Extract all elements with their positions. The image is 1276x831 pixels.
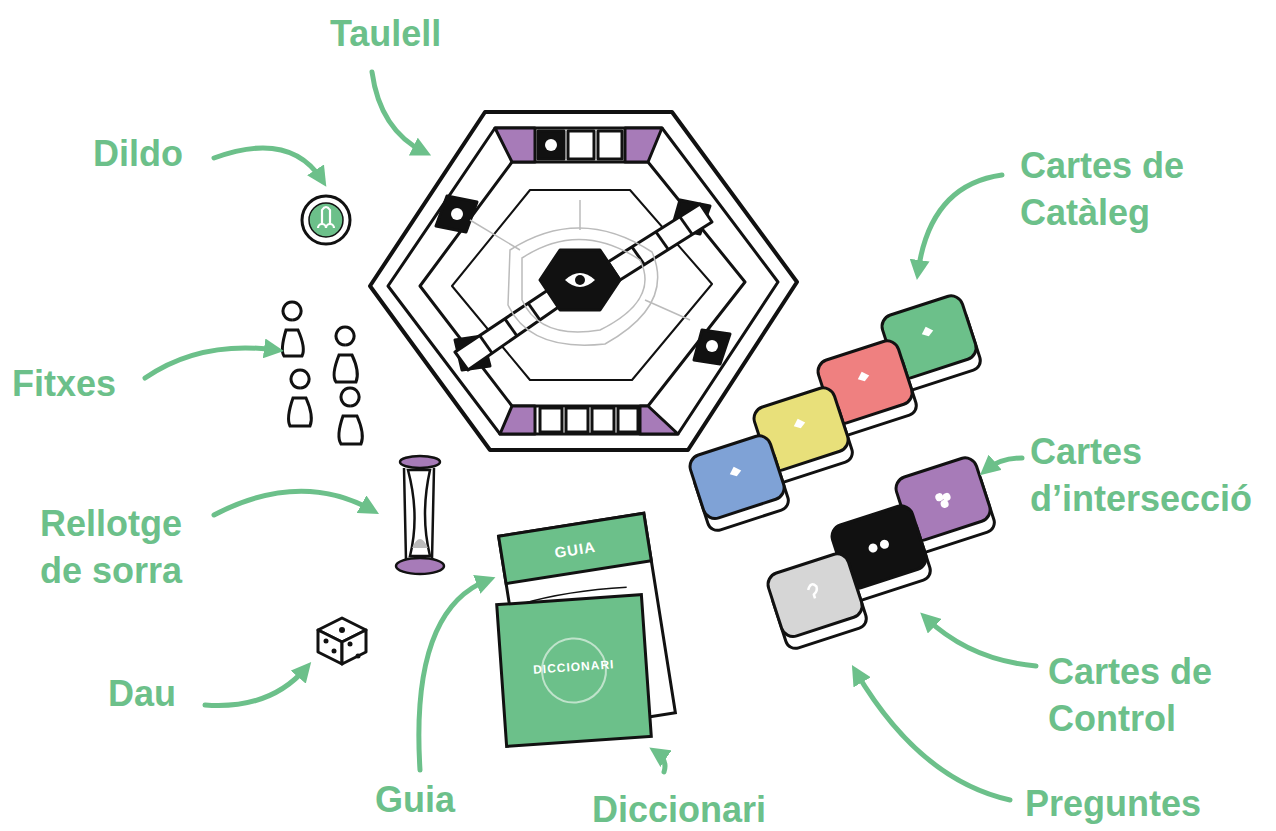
board bbox=[370, 112, 797, 450]
board-swirl bbox=[470, 200, 690, 345]
dildo-token bbox=[302, 196, 350, 244]
hourglass bbox=[396, 456, 444, 574]
die bbox=[318, 618, 366, 664]
part-label: Taulell bbox=[330, 10, 530, 57]
part-label: Rellotge de sorra bbox=[40, 500, 215, 594]
part-label: Cartes d’intersecció bbox=[1030, 428, 1276, 522]
part-label: Fitxes bbox=[12, 360, 172, 407]
part-label: Dildo bbox=[93, 130, 253, 177]
part-label: Preguntes bbox=[1025, 780, 1265, 827]
leader-arrows bbox=[145, 72, 1036, 800]
dictionary-booklet: DICCIONARI bbox=[495, 593, 653, 748]
part-label: Diccionari bbox=[592, 786, 812, 831]
part-label: Cartes de Catàleg bbox=[1020, 142, 1210, 236]
card-decks bbox=[687, 293, 997, 651]
part-label: Guia bbox=[375, 776, 495, 823]
part-label: Cartes de Control bbox=[1048, 648, 1243, 742]
part-label: Dau bbox=[108, 670, 228, 717]
pawns bbox=[282, 302, 362, 444]
